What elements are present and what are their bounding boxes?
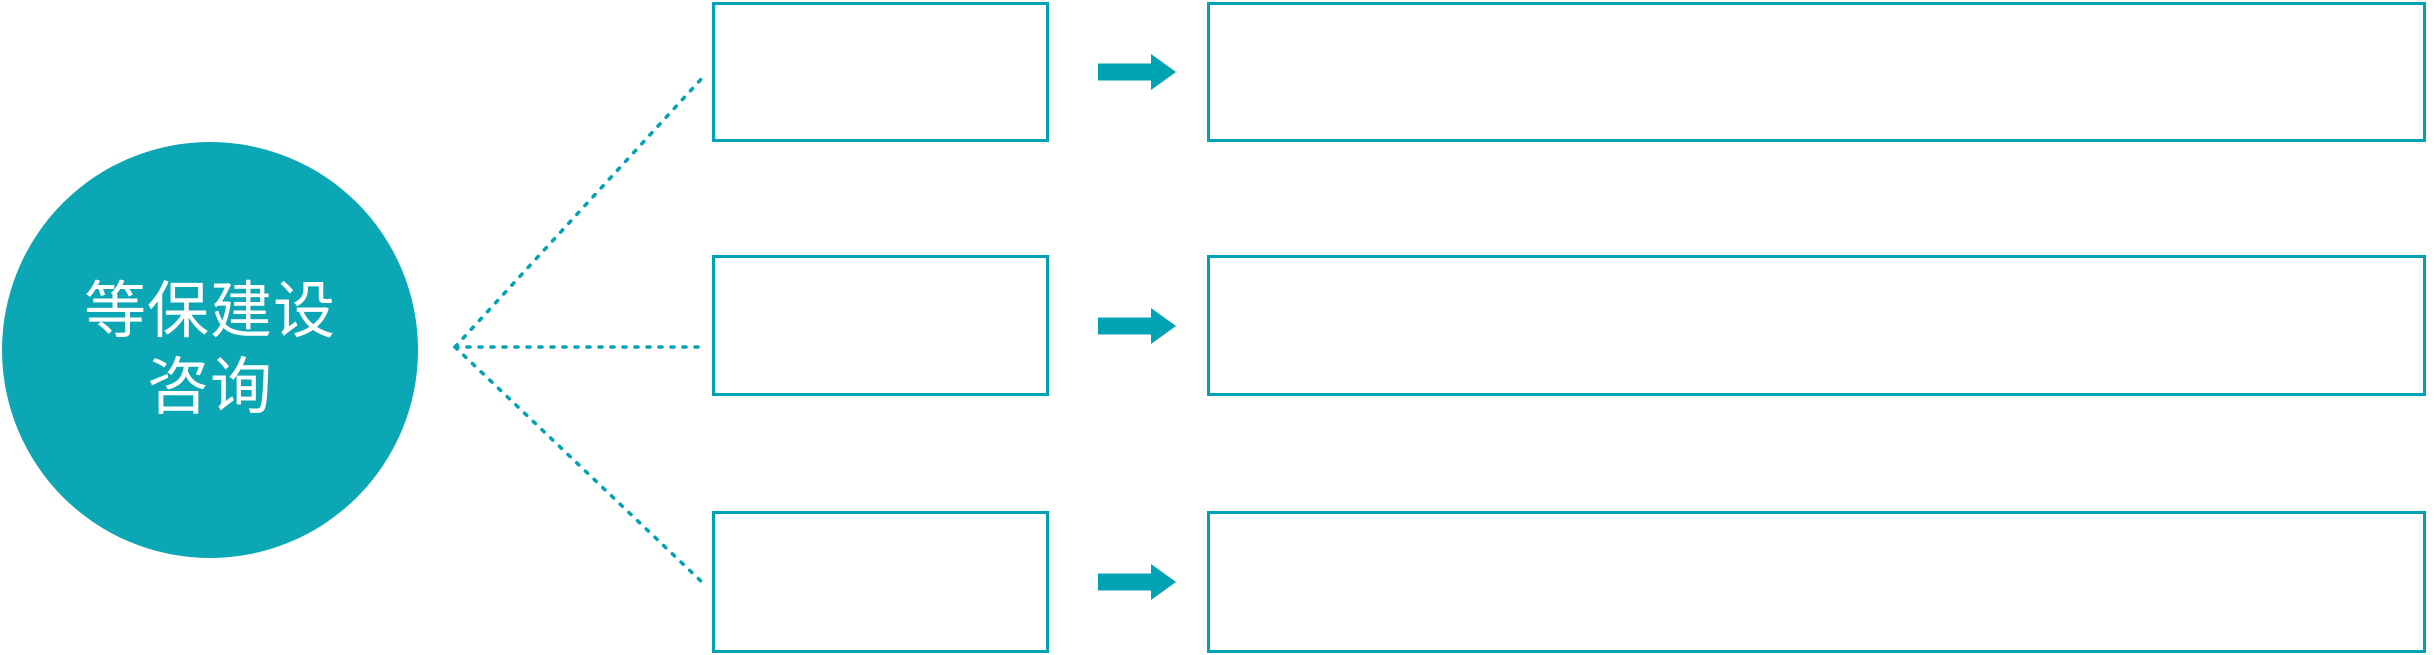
topic-box-3 [712, 511, 1049, 653]
topic-box-2 [712, 255, 1049, 396]
topic-box-1-label [715, 5, 1046, 139]
detail-box-3-label [1210, 514, 2423, 650]
detail-box-1-label [1210, 5, 2423, 139]
topic-box-1 [712, 2, 1049, 142]
detail-box-2-label [1210, 258, 2423, 393]
dotted-connector-top [453, 74, 706, 349]
right-arrow-icon-2 [1098, 308, 1176, 344]
detail-box-1 [1207, 2, 2426, 142]
right-arrow-icon-1 [1098, 54, 1176, 90]
right-arrow-icon-3 [1098, 564, 1176, 600]
hub-label-line2: 咨询 [146, 353, 273, 422]
dotted-connector-bottom [453, 345, 706, 586]
detail-box-2 [1207, 255, 2426, 396]
hub-label-line1: 等保建设 [83, 277, 336, 346]
hub-circle: 等保建设 咨询 [2, 142, 418, 558]
detail-box-3 [1207, 511, 2426, 653]
topic-box-3-label [715, 514, 1046, 650]
topic-box-2-label [715, 258, 1046, 393]
